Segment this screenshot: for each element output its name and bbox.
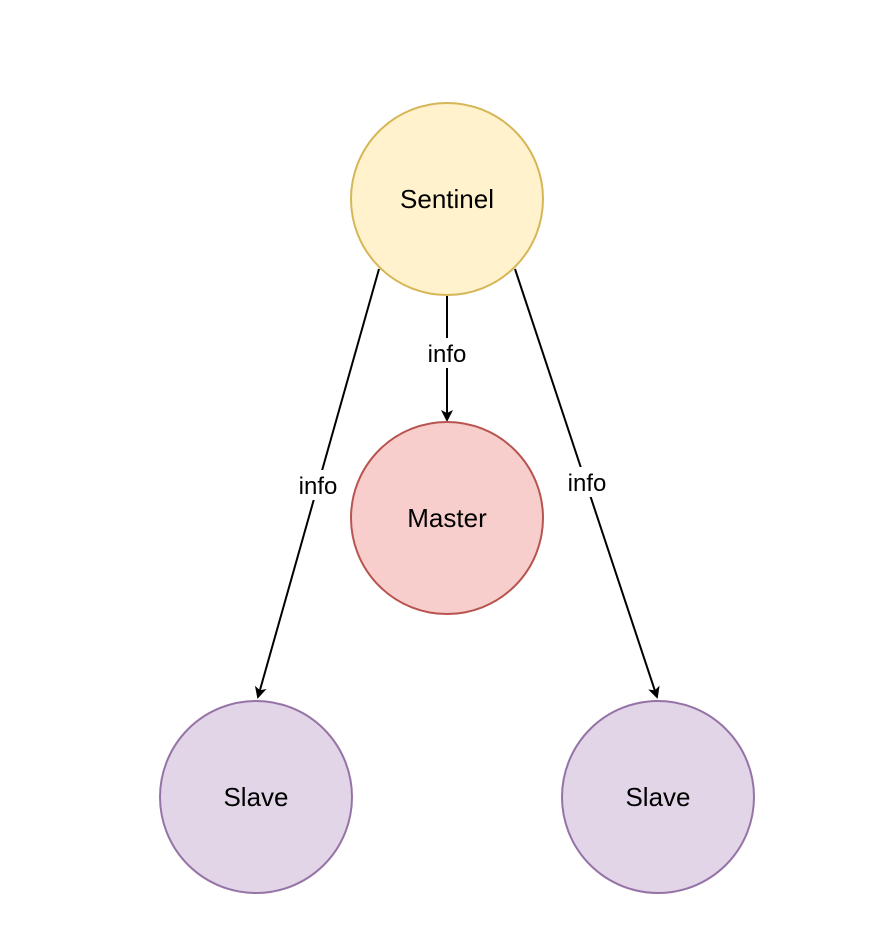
node-slave-left-label: Slave [223,782,288,812]
node-slave-left[interactable]: Slave [159,700,353,894]
edge-label-bg-slave-right [562,467,612,497]
edge-label-slave-left: info [299,473,338,500]
node-master[interactable]: Master [350,421,544,615]
node-slave-right[interactable]: Slave [561,700,755,894]
node-master-circle [350,421,544,615]
node-sentinel-label: Sentinel [400,184,494,214]
edge-sentinel-to-slave-left: info [254,268,380,699]
node-slave-right-circle [561,700,755,894]
edge-label-bg-master [422,338,472,368]
edge-label-bg-slave-left [293,470,343,500]
node-sentinel-circle [350,102,544,296]
node-sentinel[interactable]: Sentinel [350,102,544,296]
edge-label-slave-right: info [568,470,607,497]
edge-sentinel-to-master: info [422,296,472,422]
node-slave-left-circle [159,700,353,894]
node-master-label: Master [407,503,487,533]
node-slave-right-label: Slave [625,782,690,812]
edge-sentinel-to-slave-right: info [514,268,660,699]
edge-label-master: info [428,341,467,368]
